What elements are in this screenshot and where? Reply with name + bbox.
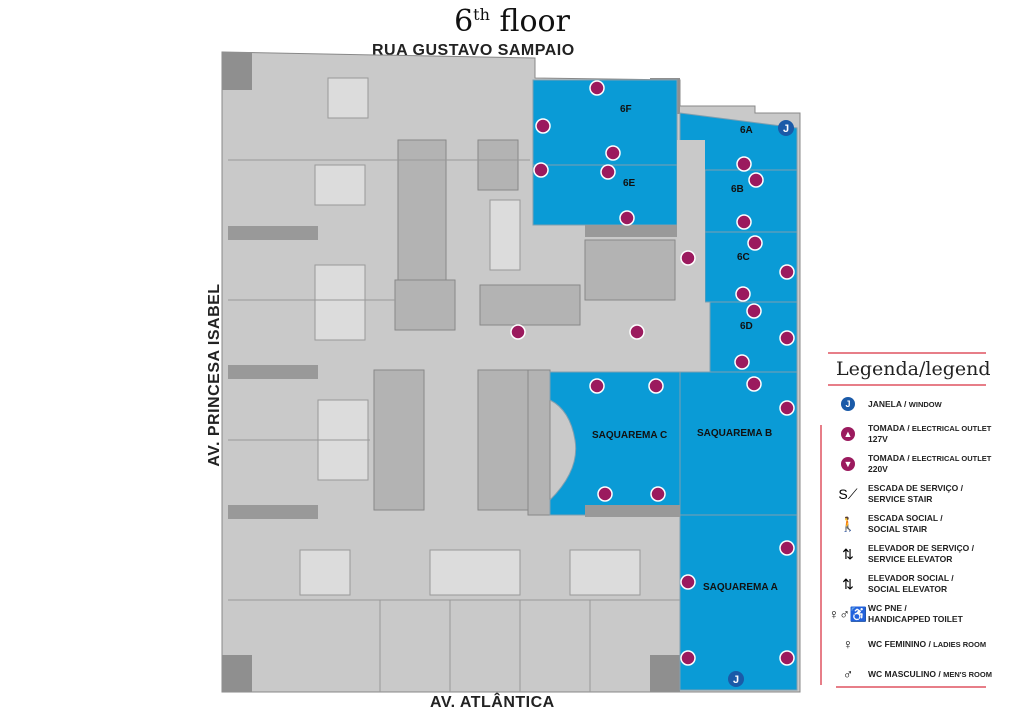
electrical-outlets	[510, 80, 795, 666]
window-icon	[728, 671, 744, 687]
street-top: RUA GUSTAVO SAMPAIO	[372, 42, 575, 59]
outlet-icon	[779, 264, 795, 280]
column	[222, 52, 252, 90]
legend-item-social-stair: 🚶ESCADA SOCIAL / SOCIAL STAIR	[828, 512, 1018, 536]
legend-item-mens-room: ♂WC MASCULINO / MEN'S ROOM	[828, 662, 1018, 686]
outlet-icon	[734, 354, 750, 370]
outlet-icon	[648, 378, 664, 394]
outlet-icon	[746, 376, 762, 392]
wall	[228, 365, 318, 379]
legend-divider	[820, 425, 822, 685]
outlet-icon	[619, 210, 635, 226]
room-label-6c: 6C	[737, 252, 750, 263]
window-glyph: J	[783, 123, 789, 135]
page-title: 6th floor	[454, 4, 570, 39]
outlet-icon	[747, 235, 763, 251]
outlet-icon	[535, 118, 551, 134]
legend-item-handicapped-toilet: ♀♂♿WC PNE / HANDICAPPED TOILET	[828, 603, 963, 624]
outlet-icon	[597, 486, 613, 502]
outlet-icon	[533, 162, 549, 178]
room-label-6a: 6A	[740, 125, 753, 136]
wall	[585, 225, 677, 237]
legend-divider	[836, 686, 986, 688]
outlet-icon	[779, 540, 795, 556]
window-icon: J	[841, 397, 855, 411]
legend-item-social-elevator: ⇅ELEVADOR SOCIAL / SOCIAL ELEVATOR	[828, 572, 1018, 596]
room-6f	[532, 79, 678, 166]
outlet-icon	[748, 172, 764, 188]
room-saquarema-c	[549, 371, 681, 516]
room-label-6e: 6E	[623, 178, 636, 189]
room-label-saquarema-c: SAQUAREMA C	[592, 430, 667, 441]
outlet-icon	[736, 156, 752, 172]
room-saquarema-a	[679, 514, 798, 691]
core-elevators	[373, 139, 676, 516]
mens-room-icon: ♂	[842, 666, 854, 682]
outlet-icon	[650, 486, 666, 502]
room-label-6b: 6B	[731, 184, 744, 195]
outlet-icon	[589, 378, 605, 394]
service-elevator-icon: ⇅	[842, 545, 854, 562]
room-label-saquarema-b: SAQUAREMA B	[697, 428, 772, 439]
legend-item-service-stair: S⟋ESCADA DE SERVIÇO / SERVICE STAIR	[828, 482, 1018, 506]
ladies-room-icon: ♀	[842, 636, 854, 652]
room-label-6d: 6D	[740, 321, 753, 332]
outlet-icon	[680, 250, 696, 266]
handicapped-toilet-icon: ♀♂♿	[828, 605, 868, 622]
legend-item-ladies-room: ♀WC FEMININO / LADIES ROOM	[828, 632, 1018, 656]
room-label-saquarema-a: SAQUAREMA A	[703, 582, 778, 593]
outlet-icon	[746, 303, 762, 319]
outlet-icon	[589, 80, 605, 96]
outlet-icon	[779, 650, 795, 666]
window-glyph: J	[733, 674, 739, 686]
outlet-icon	[629, 324, 645, 340]
outlet-icon	[600, 164, 616, 180]
partitions	[228, 159, 680, 692]
outlet-icon	[736, 214, 752, 230]
outlet-icon	[605, 145, 621, 161]
outlet-icon	[779, 400, 795, 416]
column	[650, 655, 680, 692]
street-bottom: AV. ATLÂNTICA	[430, 694, 555, 711]
outlet-icon	[735, 286, 751, 302]
outlet-icon	[680, 574, 696, 590]
legend-title: Legenda/legend	[828, 352, 991, 386]
social-stair-icon: 🚶	[839, 515, 857, 532]
outlet-icon	[779, 330, 795, 346]
wall	[228, 226, 318, 240]
column	[222, 655, 252, 692]
social-elevator-icon: ⇅	[842, 575, 854, 592]
outlet-icon	[510, 324, 526, 340]
outlet-220v-icon: ▼	[841, 457, 855, 471]
window-icon	[778, 120, 794, 136]
service-stair-icon: S⟋	[838, 485, 858, 502]
room-saquarema-b	[679, 371, 798, 516]
room-label-6f: 6F	[620, 104, 632, 115]
legend-item-service-elevator: ⇅ELEVADOR DE SERVIÇO / SERVICE ELEVATOR	[828, 542, 1018, 566]
wall	[228, 505, 318, 519]
outlet-icon	[680, 650, 696, 666]
outlet-127v-icon: ▲	[841, 427, 855, 441]
wall	[585, 505, 680, 517]
